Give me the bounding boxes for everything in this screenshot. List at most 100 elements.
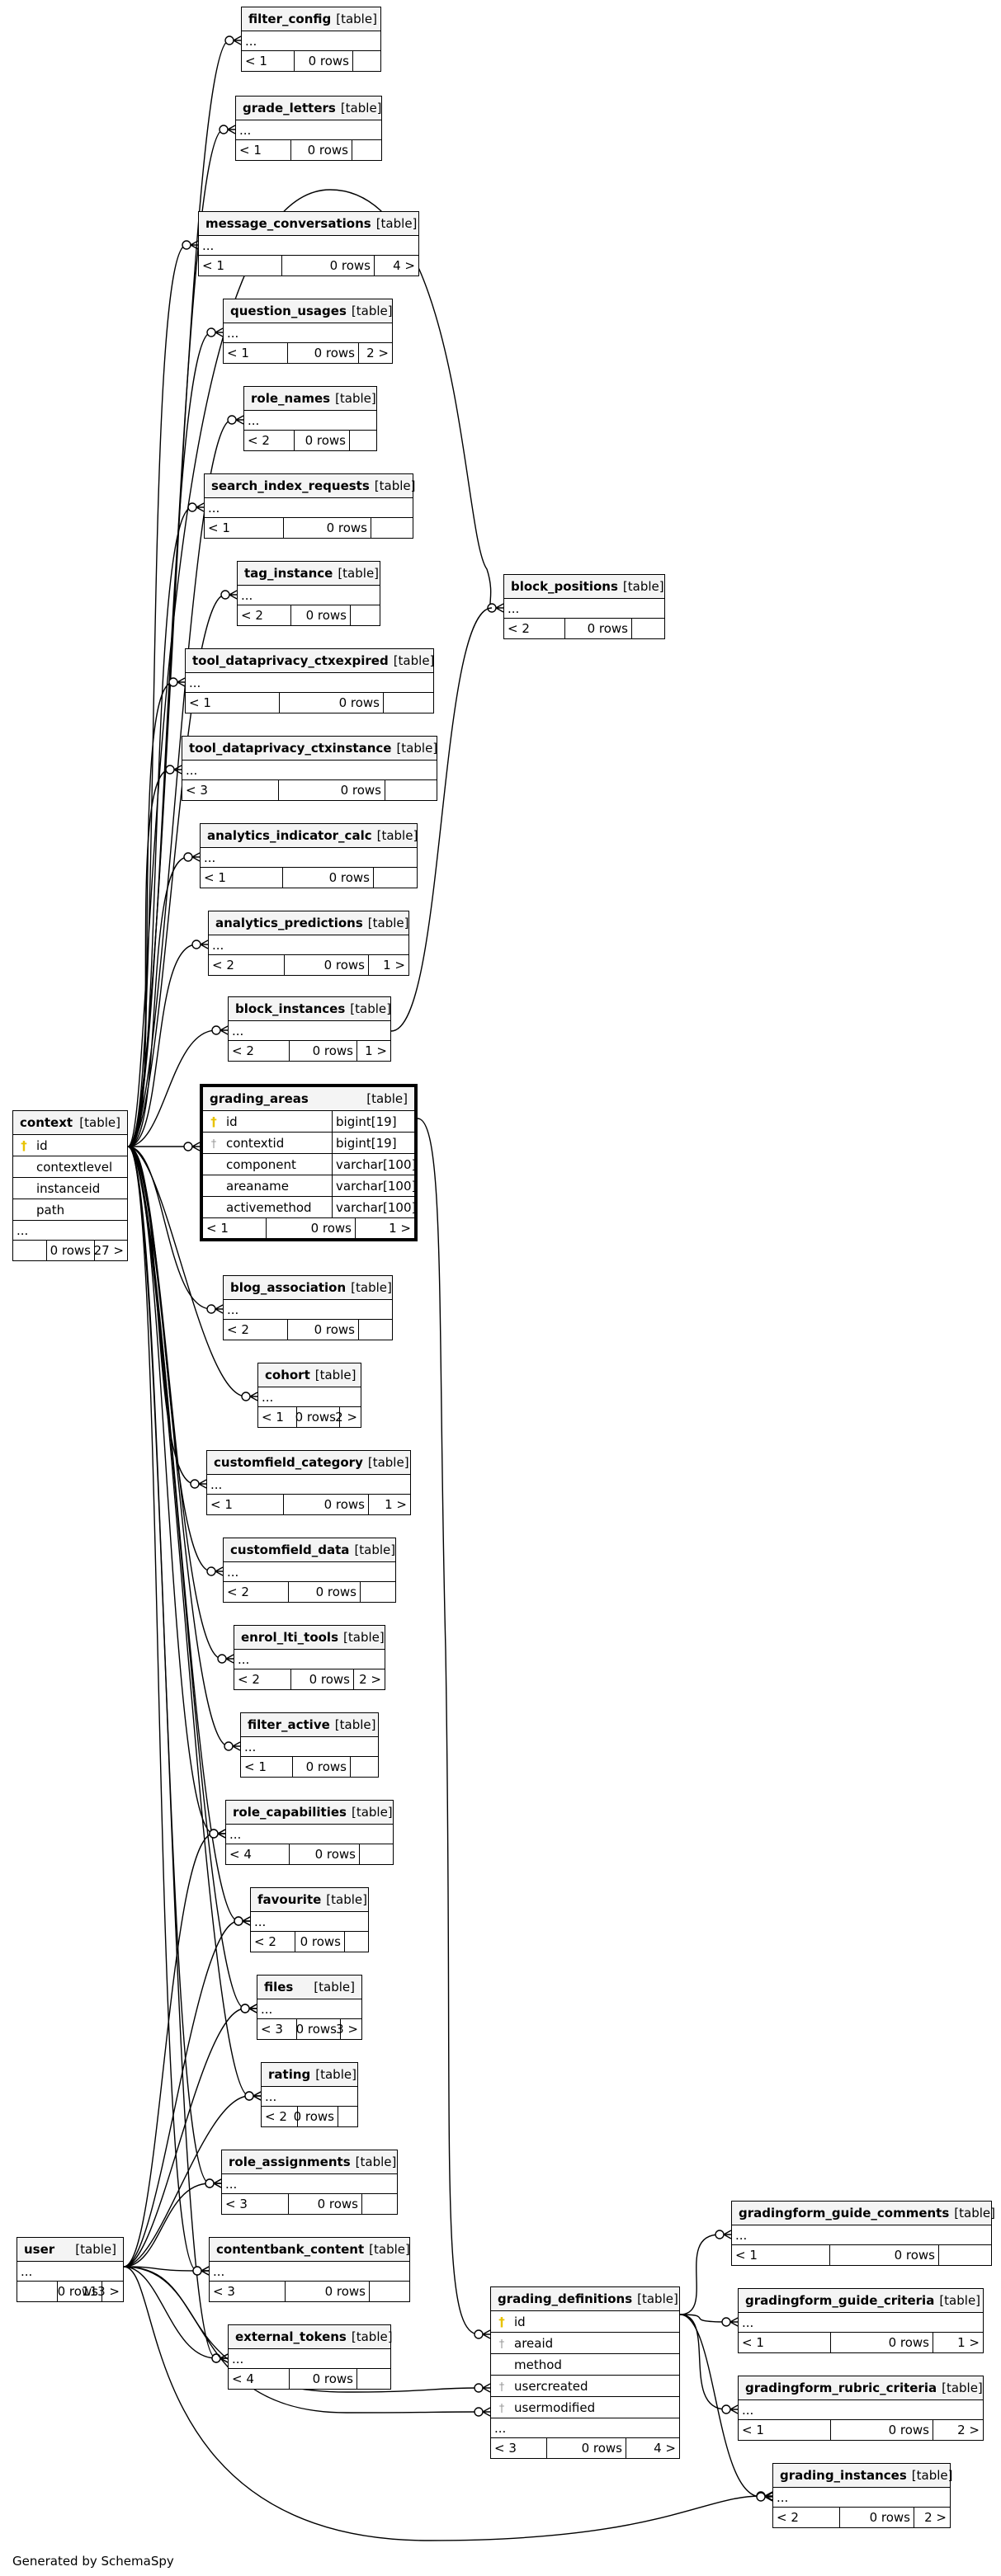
column-row[interactable]: †id <box>491 2311 679 2333</box>
parent-count: < 3 <box>222 2194 289 2214</box>
table-kind-label: [table] <box>334 1717 376 1732</box>
relationship-edge <box>123 2183 210 2268</box>
table-header: gradingform_rubric_criteria[table] <box>739 2376 983 2400</box>
optional-marker <box>756 2492 766 2502</box>
optional-marker <box>187 502 197 512</box>
more-columns-indicator: ... <box>773 2488 950 2508</box>
more-columns-indicator: ... <box>236 120 381 140</box>
table-tool-dataprivacy-ctxexpired[interactable]: tool_dataprivacy_ctxexpired[table]...< 1… <box>185 648 434 713</box>
many-marker <box>495 603 504 613</box>
foreign-key-icon: † <box>210 1137 217 1151</box>
row-count: 0 rows <box>294 2107 338 2126</box>
many-marker <box>730 2317 739 2327</box>
relationship-edge <box>123 1920 239 2268</box>
relationship-edge <box>123 1833 215 2268</box>
table-name: context <box>20 1115 73 1130</box>
relationship-edge <box>127 1146 198 2272</box>
table-name: external_tokens <box>235 2329 347 2344</box>
optional-marker <box>474 2407 484 2417</box>
row-count: 0 rows <box>289 2194 362 2214</box>
table-kind-label: [table] <box>367 916 409 930</box>
column-name: contextid <box>226 1135 285 1151</box>
table-tool-dataprivacy-ctxinstance[interactable]: tool_dataprivacy_ctxinstance[table]...< … <box>182 736 437 801</box>
row-count: 0 rows <box>296 2019 341 2039</box>
more-columns-indicator: ... <box>205 498 413 518</box>
parent-count: < 1 <box>236 140 291 160</box>
parent-count: < 3 <box>257 2019 297 2039</box>
column-row[interactable]: †usercreated <box>491 2376 679 2397</box>
optional-marker <box>191 940 201 949</box>
table-gradingform-rubric-criteria[interactable]: gradingform_rubric_criteria[table]...< 1… <box>738 2376 984 2441</box>
table-name: files <box>264 1980 294 1994</box>
child-count: 2 > <box>359 1672 381 1687</box>
relationship-edge <box>127 1146 212 1310</box>
column-row[interactable]: path <box>13 1199 127 1221</box>
column-row[interactable]: contextlevel <box>13 1156 127 1178</box>
row-count: 0 rows <box>293 1757 351 1777</box>
many-marker <box>227 125 236 134</box>
optional-marker <box>192 2266 202 2276</box>
table-name: question_usages <box>230 304 347 318</box>
table-name: grading_definitions <box>498 2291 633 2306</box>
table-header: context[table] <box>13 1111 127 1135</box>
table-name: search_index_requests <box>211 478 370 493</box>
column-row[interactable]: †id <box>13 1135 127 1156</box>
column-row[interactable]: †areaid <box>491 2333 679 2354</box>
column-row[interactable]: instanceid <box>13 1178 127 1199</box>
child-count: 1 > <box>365 1043 387 1058</box>
column-name: method <box>514 2357 562 2372</box>
relationship-edge <box>127 944 197 1147</box>
parent-count: < 2 <box>773 2508 840 2527</box>
child-count: 27 > <box>93 1243 124 1258</box>
more-columns-indicator: ... <box>241 1737 378 1757</box>
column-row[interactable]: †usermodified <box>491 2397 679 2418</box>
many-marker <box>248 2004 257 2013</box>
row-count: 0 rows <box>295 431 350 450</box>
row-count: 0 rows <box>288 343 359 363</box>
more-columns-indicator: ... <box>224 323 392 343</box>
column-row[interactable]: method <box>491 2354 679 2376</box>
parent-count: < 2 <box>229 1041 290 1061</box>
table-header: grading_instances[table] <box>773 2464 952 2488</box>
